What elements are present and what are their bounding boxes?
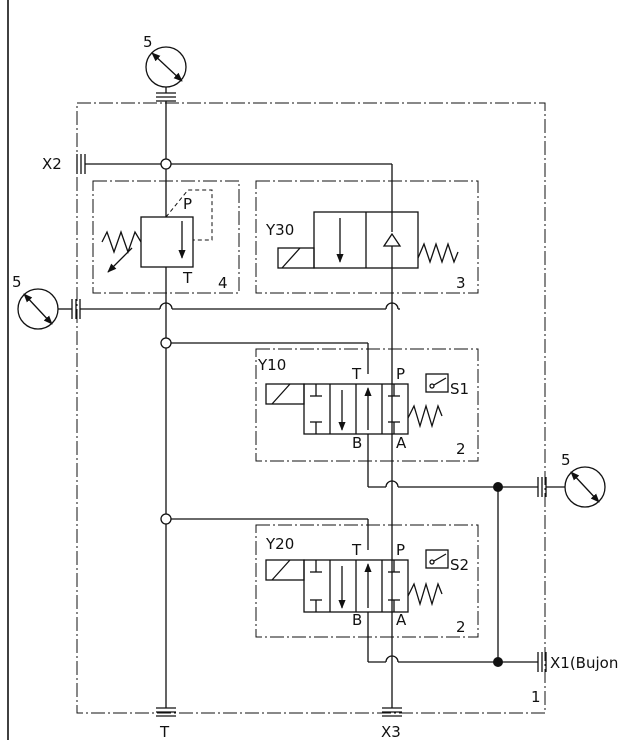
frame-1 [76, 102, 546, 714]
x3-label: X3 [381, 723, 401, 740]
valve2b-box [255, 524, 479, 638]
gauge-right-label: 5 [561, 451, 571, 469]
pressure-gauge-top [145, 46, 187, 102]
junction-upper [160, 337, 172, 349]
valve2a-coil-label: Y10 [257, 356, 286, 374]
relief-valve-box [92, 180, 240, 294]
tank-port-t [156, 707, 176, 717]
pressure-gauge-right [537, 466, 606, 508]
valve2a-a-label: A [396, 434, 407, 452]
valve2b-p-label: P [396, 541, 405, 559]
valve3-symbol [277, 211, 459, 269]
relief-p-label: P [183, 195, 192, 213]
pressure-gauge-left [17, 288, 81, 330]
valve2b-t-label: T [351, 541, 362, 559]
valve2b-coil-label: Y20 [265, 535, 294, 553]
valve3-number: 3 [456, 274, 466, 292]
relief-number: 4 [218, 274, 228, 292]
x2-label: X2 [42, 155, 62, 173]
junction-x2 [160, 158, 172, 170]
valve2a-p-label: P [396, 365, 405, 383]
valve2b-number: 2 [456, 618, 466, 636]
relief-t-label: T [182, 269, 193, 287]
valve2b-switch-label: S2 [450, 556, 469, 574]
gauge-left-label: 5 [12, 273, 22, 291]
relief-valve [101, 189, 213, 273]
frame-number: 1 [531, 688, 541, 706]
valve2b-b-label: B [352, 611, 362, 629]
valve2a-number: 2 [456, 440, 466, 458]
valve2b-a-label: A [396, 611, 407, 629]
junction-lower [160, 513, 172, 525]
valve2a-t-label: T [351, 365, 362, 383]
valve2b-symbol [265, 549, 449, 613]
valve3-box [255, 180, 479, 294]
valve2a-switch-label: S1 [450, 380, 469, 398]
gauge-top-label: 5 [143, 33, 153, 51]
valve3-coil-label: Y30 [265, 221, 294, 239]
port-x3 [382, 707, 402, 717]
x1-label: X1(Bujon [550, 654, 618, 672]
t-port-label: T [159, 723, 170, 740]
valve2a-b-label: B [352, 434, 362, 452]
valve2a-box [255, 348, 479, 462]
valve2a-symbol [265, 373, 449, 435]
